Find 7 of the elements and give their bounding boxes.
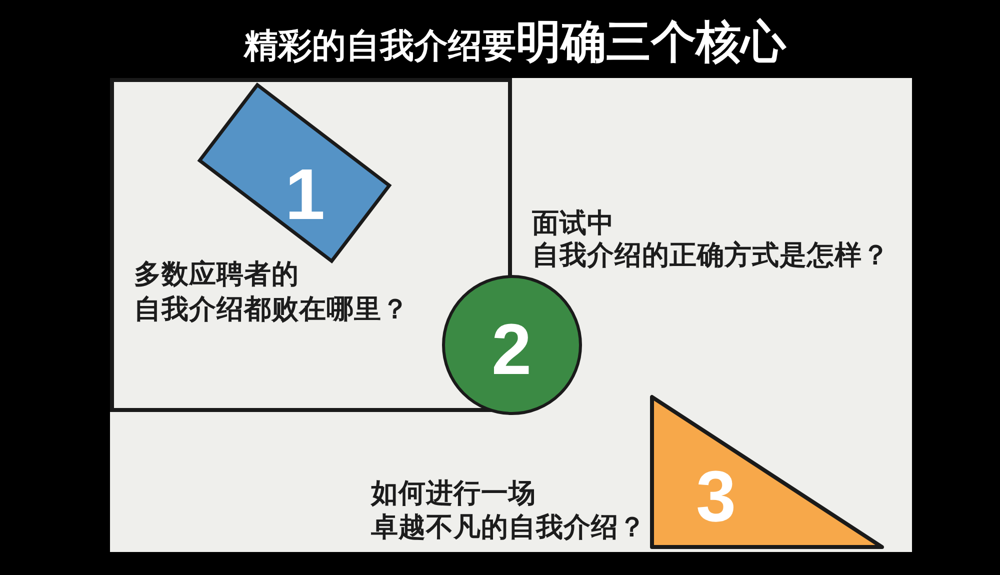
question-text: 面试中自我介绍的正确方式是怎样？ [532,208,890,272]
number-label: 2 [491,314,532,386]
question-text: 如何进行一场卓越不凡的自我介绍？ [371,477,647,545]
title: 精彩的自我介绍要明确三个核心 [244,14,786,70]
number-label: 3 [696,461,736,533]
question-text: 多数应聘者的自我介绍都败在哪里？ [134,258,410,327]
number-label: 1 [284,159,326,231]
